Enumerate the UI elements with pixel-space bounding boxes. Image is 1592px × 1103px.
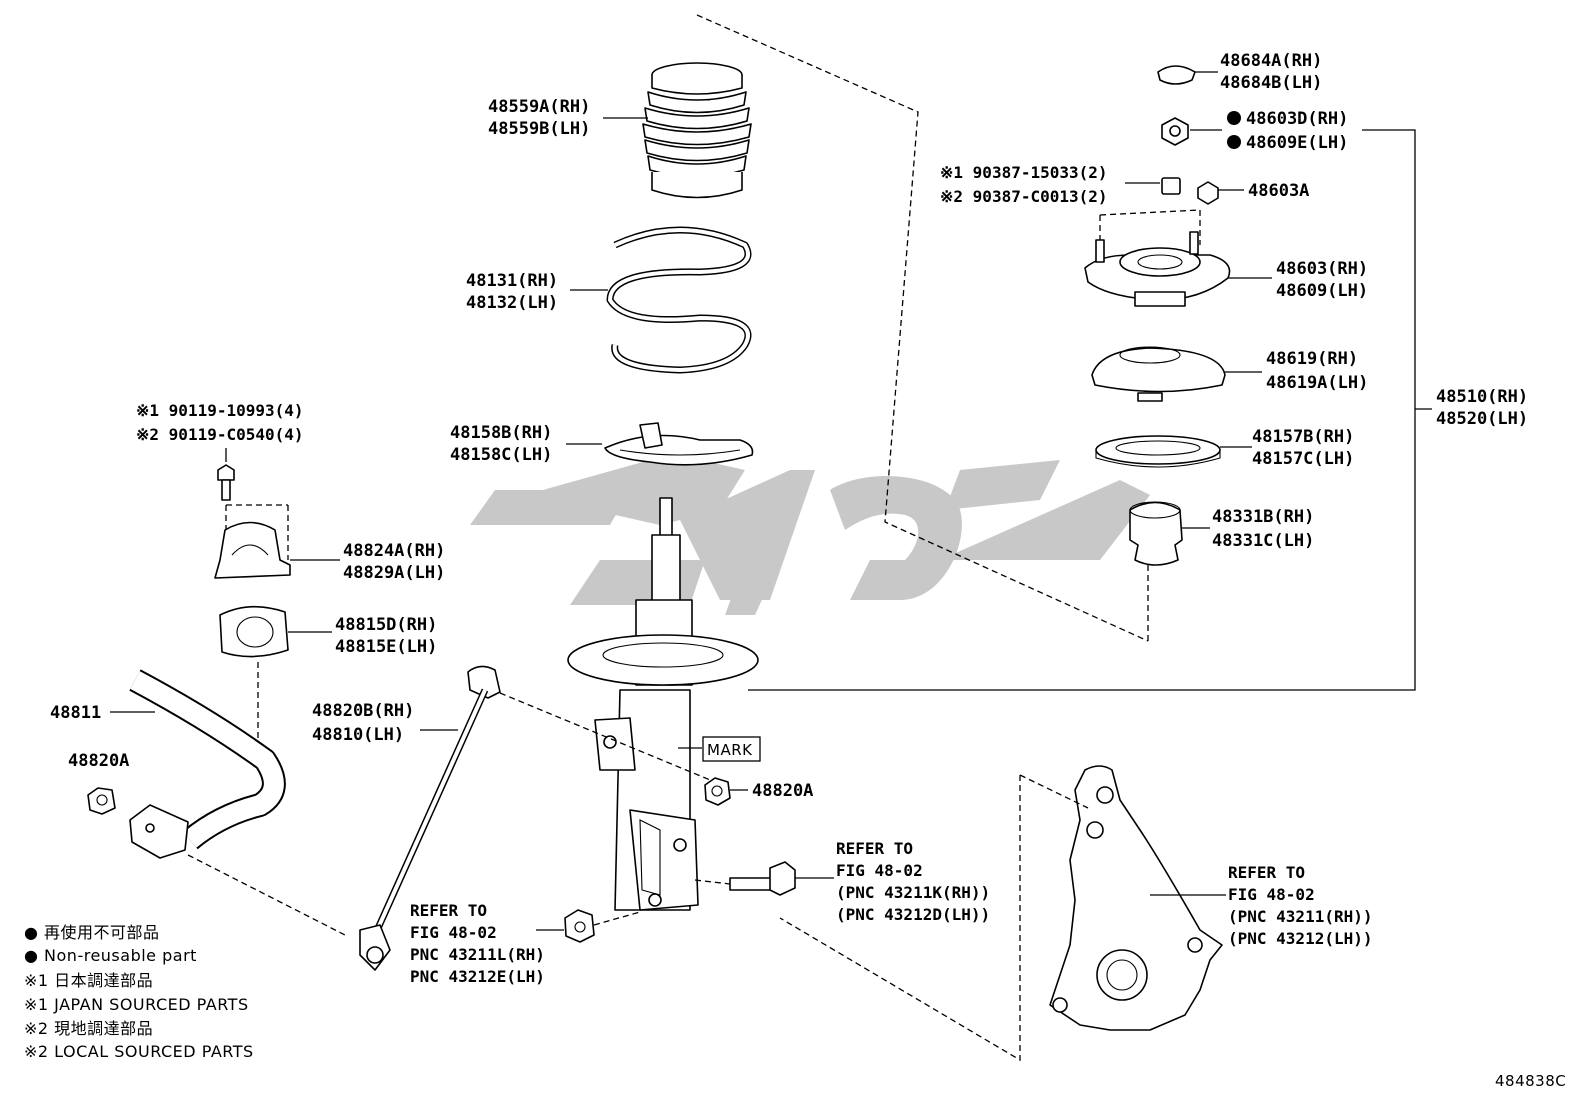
label-48820B-lh: 48810(LH) — [312, 725, 404, 745]
non-reusable-marker-icon — [1227, 135, 1241, 149]
label-bolt-90119-1: ※1 90119-10993(4) — [136, 401, 304, 420]
refer-knuckle-line3: (PNC 43211(RH)) — [1228, 907, 1373, 926]
watermark-logo — [470, 460, 1150, 615]
lock-nut-48603D — [1161, 117, 1189, 146]
label-48815-rh: 48815D(RH) — [335, 615, 437, 635]
stabilizer-bar-48811 — [129, 669, 286, 859]
stabilizer-link-48820B — [359, 665, 501, 971]
label-48510-rh: 48510(RH) — [1436, 387, 1528, 407]
label-48131-lh: 48132(LH) — [466, 293, 558, 313]
label-48603A: 48603A — [1248, 181, 1309, 201]
bracket-48824 — [214, 504, 291, 579]
refer-nut-line3: PNC 43211L(RH) — [410, 945, 545, 964]
legend: ● 再使用不可部品 ● Non-reusable part ※1 日本調達部品 … — [24, 923, 254, 1061]
bolt-90119 — [217, 464, 235, 501]
refer-bolt-line4: (PNC 43212D(LH)) — [836, 905, 990, 924]
figure-id: 484838C — [1495, 1072, 1566, 1090]
label-48131-rh: 48131(RH) — [466, 271, 558, 291]
legend-item: ※2 LOCAL SOURCED PARTS — [24, 1042, 254, 1061]
label-48158-rh: 48158B(RH) — [450, 423, 552, 443]
label-48811: 48811 — [50, 703, 101, 723]
label-48619-rh: 48619(RH) — [1266, 349, 1358, 369]
strut-mount-48603 — [1084, 231, 1231, 307]
steering-knuckle — [1049, 765, 1223, 1031]
legend-item: ● 再使用不可部品 — [24, 923, 160, 942]
label-nut-90387-2: ※2 90387-C0013(2) — [940, 187, 1108, 206]
refer-bolt-line2: FIG 48-02 — [836, 861, 923, 880]
bound-stopper-48331 — [1129, 501, 1183, 566]
label-48619-lh: 48619A(LH) — [1266, 373, 1368, 393]
bolt-43211K — [729, 861, 796, 896]
legend-item: ※1 日本調達部品 — [24, 971, 153, 990]
label-48158-lh: 48158C(LH) — [450, 445, 552, 465]
bushing-48815 — [219, 605, 289, 658]
spring-seat-48158 — [604, 422, 754, 466]
refer-bolt-line3: (PNC 43211K(RH)) — [836, 883, 990, 902]
refer-nut-line2: FIG 48-02 — [410, 923, 497, 942]
bumper-boot-48559 — [642, 62, 752, 199]
nut-48820A-left — [87, 787, 116, 815]
bearing-48157 — [1095, 435, 1221, 468]
label-48559-lh: 48559B(LH) — [488, 119, 590, 139]
label-48559-rh: 48559A(RH) — [488, 97, 590, 117]
refer-knuckle-line1: REFER TO — [1228, 863, 1305, 882]
dust-cap-48684 — [1157, 65, 1196, 85]
mark-label: MARK — [707, 741, 753, 759]
nut-48603A — [1197, 181, 1219, 205]
shock-absorber-strut — [567, 497, 759, 911]
label-48820B-rh: 48820B(RH) — [312, 701, 414, 721]
non-reusable-marker-icon — [1227, 111, 1241, 125]
refer-nut-line4: PNC 43212E(LH) — [410, 967, 545, 986]
label-48331-lh: 48331C(LH) — [1212, 531, 1314, 551]
label-48820A-right: 48820A — [752, 781, 813, 801]
refer-bolt-line1: REFER TO — [836, 839, 913, 858]
nut-43211L — [564, 909, 595, 943]
label-48157-lh: 48157C(LH) — [1252, 449, 1354, 469]
mark-box — [702, 736, 761, 762]
refer-knuckle-line2: FIG 48-02 — [1228, 885, 1315, 904]
nut-90387 — [1161, 177, 1181, 195]
label-48603-lh: 48609(LH) — [1276, 281, 1368, 301]
legend-item: ※1 JAPAN SOURCED PARTS — [24, 995, 249, 1014]
label-48824-lh: 48829A(LH) — [343, 563, 445, 583]
label-bolt-90119-2: ※2 90119-C0540(4) — [136, 425, 304, 444]
label-48331-rh: 48331B(RH) — [1212, 507, 1314, 527]
label-48684-rh: 48684A(RH) — [1220, 51, 1322, 71]
label-48603D-lh: 48609E(LH) — [1246, 133, 1348, 153]
label-48824-rh: 48824A(RH) — [343, 541, 445, 561]
label-nut-90387-1: ※1 90387-15033(2) — [940, 163, 1108, 182]
refer-knuckle-line4: (PNC 43212(LH)) — [1228, 929, 1373, 948]
label-48603D-rh: 48603D(RH) — [1246, 109, 1348, 129]
legend-item: ※2 現地調達部品 — [24, 1019, 153, 1038]
label-48684-lh: 48684B(LH) — [1220, 73, 1322, 93]
label-48820A-left: 48820A — [68, 751, 129, 771]
label-48603-rh: 48603(RH) — [1276, 259, 1368, 279]
refer-nut-line1: REFER TO — [410, 901, 487, 920]
nut-48820A-right — [704, 777, 731, 806]
coil-spring-48131 — [606, 226, 752, 374]
label-48510-lh: 48520(LH) — [1436, 409, 1528, 429]
spring-upper-seat-48619 — [1091, 346, 1226, 402]
legend-item: ● Non-reusable part — [24, 946, 197, 965]
label-48815-lh: 48815E(LH) — [335, 637, 437, 657]
label-48157-rh: 48157B(RH) — [1252, 427, 1354, 447]
